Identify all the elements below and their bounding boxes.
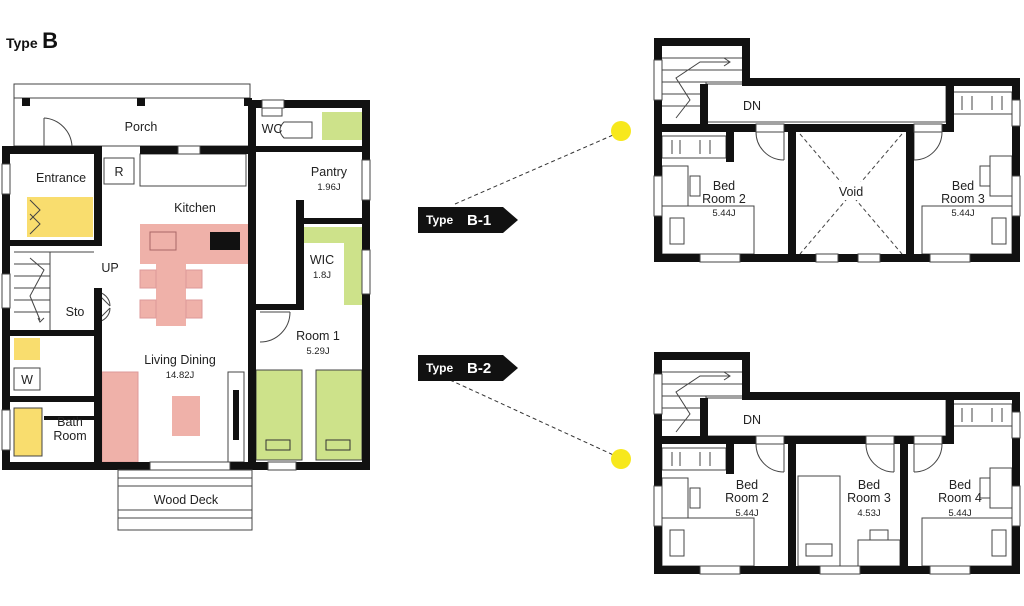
- bath-label-line1: Bath: [57, 415, 83, 429]
- room1-door: [259, 311, 291, 343]
- living-dining-area: 14.82J: [166, 370, 195, 381]
- b2-doors: [755, 443, 943, 473]
- kitchen-cooktop: [210, 232, 240, 250]
- type-b1-callout: Type B-1: [418, 121, 631, 233]
- laundry-fixture: [14, 338, 40, 360]
- entrance-door: [43, 117, 73, 148]
- kitchen-counter: [139, 153, 247, 187]
- b2-bed3-label-line1: Bed: [858, 478, 880, 492]
- washer-label: W: [21, 373, 33, 387]
- porch-canopy: [13, 83, 251, 99]
- dining-chair: [139, 299, 157, 319]
- ground-stairs: [14, 251, 94, 330]
- dining-table: [156, 264, 186, 326]
- b2-marker: [611, 449, 631, 469]
- b2-walls: [654, 352, 1020, 574]
- ground-floor-plan: Porch R: [1, 83, 371, 531]
- b1-bed3-label-line1: Bed: [952, 179, 974, 193]
- b1-void-label-bg: [832, 182, 870, 200]
- b2-bed2-label-line2: Room 2: [725, 491, 769, 505]
- b1-bed3-area: 5.44J: [951, 208, 974, 219]
- b1-tag: [418, 207, 518, 233]
- b1-leader-line: [454, 131, 621, 205]
- plan-title-letter: B: [42, 28, 58, 53]
- living-dining-label: Living Dining: [144, 353, 216, 367]
- b2-bed2-label-line1: Bed: [736, 478, 758, 492]
- bathtub: [13, 407, 43, 457]
- wood-deck: [117, 469, 253, 531]
- b2-bed2-area: 5.44J: [735, 508, 758, 519]
- b1-walls: [654, 38, 1020, 262]
- b1-bed2-label-line1: Bed: [713, 179, 735, 193]
- plan-title-prefix: Type: [6, 35, 38, 51]
- b1-dn-label: DN: [743, 99, 761, 113]
- b1-bed2-area: 5.44J: [712, 208, 735, 219]
- room1-area: 5.29J: [306, 346, 329, 357]
- b1-void-label: Void: [839, 185, 863, 199]
- b2-windows: [653, 373, 1021, 575]
- upper-floor-b2-plan: DN: [653, 352, 1021, 575]
- porch-post: [22, 98, 30, 106]
- dining-chair: [185, 299, 203, 319]
- wc-label: WC: [262, 122, 283, 136]
- b2-tag: [418, 355, 518, 381]
- entrance-label: Entrance: [36, 171, 86, 185]
- b2-bed3-label-line2: Room 3: [847, 491, 891, 505]
- dining-chair: [139, 269, 157, 289]
- storage-label: Sto: [66, 305, 85, 319]
- up-label: UP: [101, 261, 118, 275]
- room1-label: Room 1: [296, 329, 340, 343]
- dining-chair: [185, 269, 203, 289]
- b1-doors: [755, 131, 943, 161]
- b2-bed4-label-line1: Bed: [949, 478, 971, 492]
- entrance-closet-fill: [27, 197, 93, 237]
- b2-bed4-area: 5.44J: [948, 508, 971, 519]
- b2-leader-line: [449, 379, 621, 459]
- type-b2-callout: Type B-2: [418, 355, 631, 469]
- b1-tag-code: B-1: [467, 212, 491, 229]
- wic-shelf-side: [344, 243, 362, 305]
- b2-tag-code: B-2: [467, 360, 491, 377]
- room1-bed-left: [255, 369, 303, 461]
- bed-pillow: [265, 439, 291, 451]
- b2-bed3-area: 4.53J: [857, 508, 880, 519]
- b1-tag-prefix: Type: [426, 213, 453, 227]
- kitchen-sink: [149, 231, 177, 251]
- pantry-label: Pantry: [311, 165, 348, 179]
- upper-floor-b1-plan: DN V: [653, 38, 1021, 263]
- wic-area: 1.8J: [313, 270, 331, 281]
- b2-stairs: [662, 371, 742, 438]
- porch-post: [137, 98, 145, 106]
- b1-marker: [611, 121, 631, 141]
- sofa: [101, 371, 139, 463]
- wood-deck-label: Wood Deck: [154, 493, 219, 507]
- coffee-table: [172, 396, 200, 436]
- ground-windows: [1, 99, 371, 471]
- plan-title: Type B: [6, 28, 58, 54]
- b1-bed3-label-line2: Room 3: [941, 192, 985, 206]
- pantry-area: 1.96J: [317, 182, 340, 193]
- wic-label: WIC: [310, 253, 334, 267]
- wood-deck-label-bg: [148, 490, 224, 508]
- tv-icon: [233, 390, 239, 440]
- b1-bed2-label-line2: Room 2: [702, 192, 746, 206]
- porch-label: Porch: [125, 120, 158, 134]
- b2-bed4-label-line2: Room 4: [938, 491, 982, 505]
- room1-bed-right: [315, 369, 363, 461]
- pantry-shelf: [322, 112, 362, 140]
- fridge: [103, 157, 135, 185]
- wic-shelf-top: [300, 227, 362, 243]
- fridge-label: R: [114, 165, 123, 179]
- b1-windows: [653, 59, 1021, 263]
- entrance-closet-doors: [29, 199, 41, 235]
- kitchen-label: Kitchen: [174, 201, 216, 215]
- b2-tag-prefix: Type: [426, 361, 453, 375]
- washer: [13, 367, 41, 391]
- bath-label-line2: Room: [53, 429, 86, 443]
- bed-pillow: [325, 439, 351, 451]
- toilet: [279, 121, 313, 139]
- b2-dn-label: DN: [743, 413, 761, 427]
